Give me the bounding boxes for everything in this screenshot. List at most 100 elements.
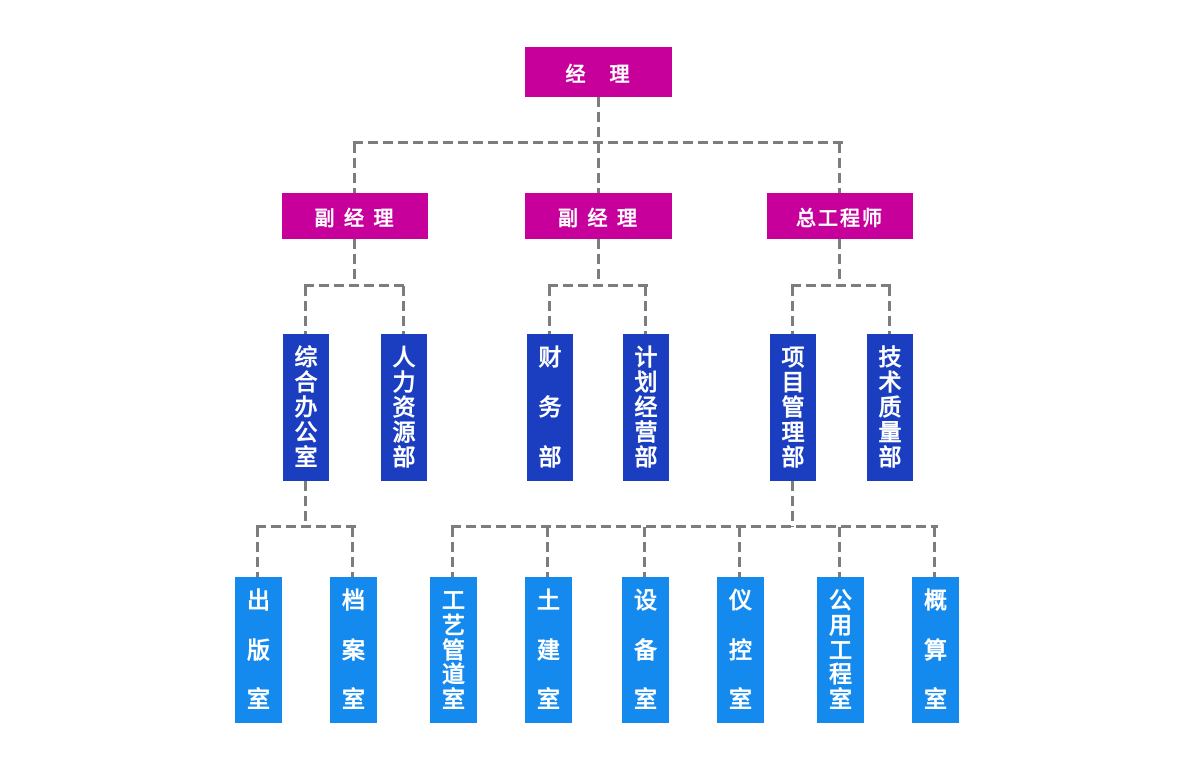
node-char: 室 — [294, 444, 318, 470]
node-char: 控 — [729, 636, 752, 663]
connector-line — [353, 239, 356, 286]
node-char: 仪 — [729, 587, 752, 613]
connector-line — [888, 286, 891, 335]
node-char: 室 — [829, 686, 852, 712]
node-project-management-department: 项目管理部 — [770, 334, 816, 481]
connector-line — [597, 239, 600, 286]
connector-line — [738, 527, 741, 577]
node-char: 概 — [924, 587, 947, 613]
connector-line — [451, 527, 454, 577]
connector-line — [351, 527, 354, 577]
node-char: 备 — [634, 636, 657, 663]
node-manager: 经 理 — [525, 47, 672, 97]
node-char: 室 — [924, 686, 947, 712]
node-char: 室 — [537, 686, 560, 712]
connector-line — [597, 143, 600, 193]
node-char: 经 — [634, 394, 658, 420]
node-char: 综 — [294, 344, 318, 370]
node-char: 理 — [781, 419, 805, 445]
node-estimation-office: 概算室 — [912, 577, 959, 723]
node-char: 术 — [878, 369, 902, 395]
node-char: 部 — [392, 444, 416, 470]
connector-line — [838, 239, 841, 286]
node-char: 财 — [538, 344, 562, 370]
node-char: 档 — [342, 587, 365, 613]
node-char: 室 — [634, 686, 657, 712]
node-char: 案 — [342, 636, 365, 663]
node-char: 建 — [537, 636, 560, 663]
node-char: 设 — [634, 587, 657, 613]
node-char: 室 — [729, 686, 752, 712]
connector-line — [402, 286, 405, 335]
node-char: 项 — [781, 344, 805, 370]
node-technical-quality-department: 技术质量部 — [867, 334, 913, 481]
node-instrument-control-office: 仪控室 — [717, 577, 764, 723]
node-equipment-office: 设备室 — [622, 577, 669, 723]
node-process-piping-office: 工艺管道室 — [430, 577, 477, 723]
node-char: 土 — [537, 587, 560, 613]
node-char: 合 — [294, 369, 318, 395]
node-general-office: 综合办公室 — [283, 334, 329, 481]
node-deputy-manager-1: 副 经 理 — [282, 193, 428, 239]
connector-line — [791, 284, 891, 287]
node-char: 出 — [247, 587, 270, 613]
connector-line — [933, 527, 936, 577]
node-char: 质 — [878, 394, 902, 420]
node-char: 源 — [392, 419, 416, 445]
node-planning-operations-department: 计划经营部 — [623, 334, 669, 481]
node-publishing-office: 出版室 — [235, 577, 282, 723]
connector-line — [304, 481, 307, 527]
connector-line — [838, 527, 841, 577]
connector-line — [791, 481, 794, 527]
node-char: 量 — [878, 419, 902, 445]
connector-line — [546, 527, 549, 577]
node-char: 管 — [442, 636, 465, 663]
node-char: 部 — [634, 444, 658, 470]
connector-line — [643, 527, 646, 577]
node-char: 人 — [392, 344, 416, 370]
node-char: 公 — [829, 587, 852, 613]
node-char: 程 — [829, 661, 852, 688]
connector-line — [644, 286, 647, 335]
connector-line — [597, 97, 600, 143]
node-hr-department: 人力资源部 — [381, 334, 427, 481]
node-char: 版 — [247, 636, 270, 663]
node-archives-office: 档案室 — [330, 577, 377, 723]
node-char: 营 — [634, 419, 658, 445]
node-char: 部 — [878, 444, 902, 470]
node-char: 力 — [392, 369, 416, 395]
node-char: 室 — [442, 686, 465, 712]
node-char: 用 — [829, 611, 852, 638]
node-char: 务 — [538, 394, 562, 420]
node-char: 工 — [442, 587, 465, 613]
connector-line — [548, 286, 551, 335]
node-char: 道 — [442, 661, 465, 688]
connector-line — [304, 284, 407, 287]
connector-line — [838, 143, 841, 193]
node-civil-engineering-office: 土建室 — [525, 577, 572, 723]
node-char: 部 — [538, 444, 562, 470]
node-char: 资 — [392, 394, 416, 420]
node-char: 算 — [924, 636, 947, 663]
connector-line — [256, 525, 356, 528]
node-char: 办 — [294, 394, 318, 420]
connector-line — [353, 141, 843, 144]
node-chief-engineer: 总工程师 — [767, 193, 913, 239]
connector-line — [353, 143, 356, 193]
node-char: 部 — [781, 444, 805, 470]
node-char: 公 — [294, 419, 318, 445]
node-finance-department: 财务部 — [527, 334, 573, 481]
node-utility-engineering-office: 公用工程室 — [817, 577, 864, 723]
node-char: 目 — [781, 369, 805, 395]
node-char: 技 — [878, 344, 902, 370]
connector-line — [451, 525, 938, 528]
node-char: 室 — [342, 686, 365, 712]
connector-line — [791, 286, 794, 335]
node-char: 工 — [829, 636, 852, 663]
node-char: 计 — [634, 344, 658, 370]
node-char: 艺 — [442, 611, 465, 638]
connector-line — [548, 284, 649, 287]
node-char: 室 — [247, 686, 270, 712]
connector-line — [256, 527, 259, 577]
